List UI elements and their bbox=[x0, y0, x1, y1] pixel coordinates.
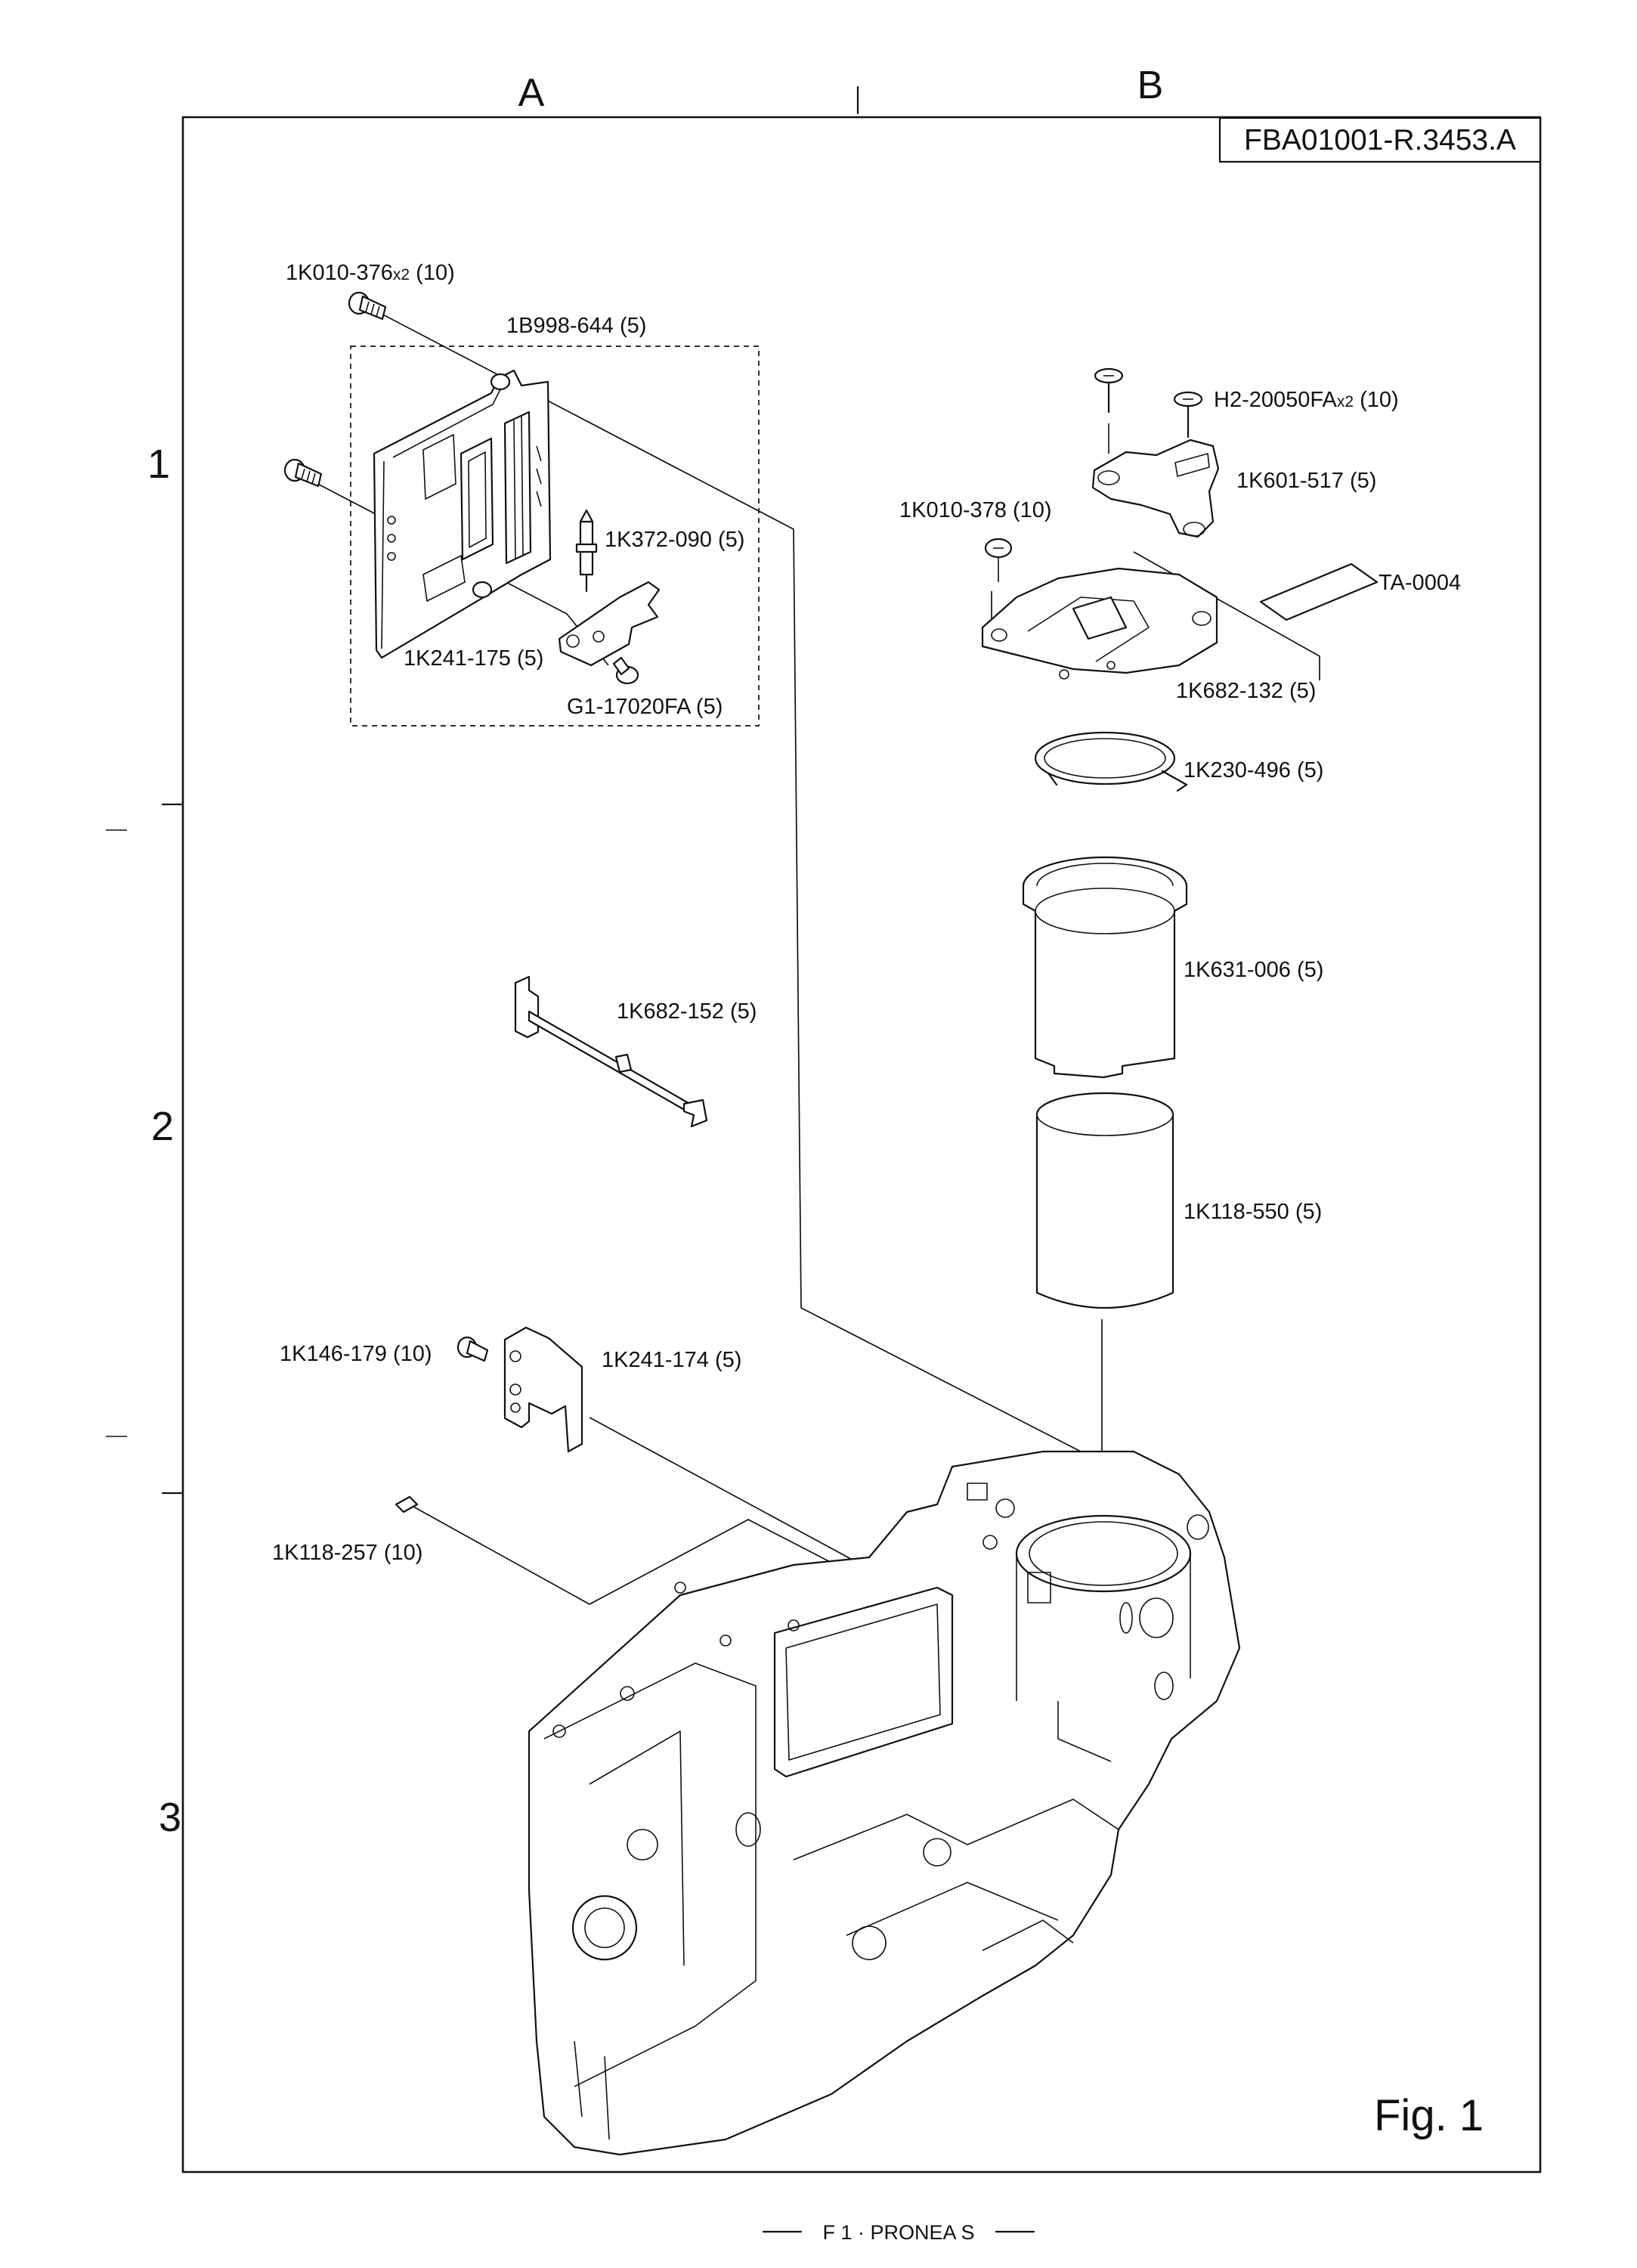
reference-number: FBA01001-R.3453.A bbox=[1244, 124, 1516, 156]
row-header-1: 1 bbox=[147, 442, 170, 487]
camera-body-main bbox=[528, 1450, 1241, 2156]
label-h2-20050fa: H2-20050FAx2 (10) bbox=[1214, 388, 1399, 412]
bracket-1k241-175 bbox=[558, 581, 661, 667]
label-1k118-257: 1K118-257 (10) bbox=[272, 1541, 422, 1565]
pin-1k372-090 bbox=[575, 509, 598, 593]
drawing-frame bbox=[106, 85, 1542, 2174]
sleeve-1k118-550 bbox=[1035, 1092, 1174, 1309]
label-1k118-550: 1K118-550 (5) bbox=[1184, 1200, 1322, 1224]
screw-1k010-376-upper bbox=[348, 291, 387, 321]
part-labels: 1K010-376x2 (10) 1B998-644 (5) 1K372-090… bbox=[272, 261, 1461, 1565]
row-header-3: 3 bbox=[159, 1795, 181, 1840]
reference-box: FBA01001-R.3453.A bbox=[1218, 116, 1542, 163]
footer: F 1 · PRONEA S bbox=[762, 2221, 1035, 2244]
screw-1k010-376-lower bbox=[283, 458, 323, 488]
label-1k010-378: 1K010-378 (10) bbox=[899, 498, 1052, 522]
screw-1k146-179 bbox=[456, 1336, 489, 1362]
figure-caption: Fig. 1 bbox=[1374, 2091, 1484, 2140]
screw-h2-20050fa-left bbox=[1094, 367, 1124, 454]
plate-assembly-1b998-644 bbox=[373, 369, 552, 659]
label-1k241-175: 1K241-175 (5) bbox=[404, 646, 543, 671]
column-header-a: A bbox=[518, 71, 545, 115]
label-1k682-132: 1K682-132 (5) bbox=[1176, 679, 1316, 703]
tube-1k631-006 bbox=[1022, 856, 1188, 1079]
row-header-2: 2 bbox=[151, 1104, 174, 1149]
label-1k631-006: 1K631-006 (5) bbox=[1184, 958, 1323, 982]
top-cover-1k682-132 bbox=[981, 567, 1218, 680]
screw-1k010-378 bbox=[984, 538, 1013, 582]
label-1k601-517: 1K601-517 (5) bbox=[1236, 469, 1376, 493]
label-ta-0004: TA-0004 bbox=[1379, 571, 1461, 595]
screw-g1-17020fa bbox=[612, 656, 639, 685]
label-1k230-496: 1K230-496 (5) bbox=[1184, 758, 1323, 782]
label-1k682-152: 1K682-152 (5) bbox=[617, 999, 757, 1024]
label-1b998-644: 1B998-644 (5) bbox=[506, 314, 646, 338]
column-header-b: B bbox=[1137, 64, 1164, 107]
assembly-boundary bbox=[350, 345, 760, 727]
label-1k146-179: 1K146-179 (10) bbox=[280, 1342, 432, 1366]
footer-text: F 1 · PRONEA S bbox=[822, 2221, 974, 2244]
tab-1k118-257 bbox=[395, 1495, 419, 1514]
label-1k372-090: 1K372-090 (5) bbox=[605, 528, 744, 552]
label-ta-0004 bbox=[1259, 562, 1379, 621]
plate-1k601-517 bbox=[1091, 438, 1220, 538]
label-1k010-376: 1K010-376x2 (10) bbox=[286, 261, 455, 285]
label-1k241-174: 1K241-174 (5) bbox=[602, 1348, 741, 1372]
label-g1-17020fa: G1-17020FA (5) bbox=[567, 695, 723, 719]
spring-ring-1k230-496 bbox=[1034, 731, 1188, 792]
shaft-1k682-152 bbox=[514, 975, 708, 1128]
bracket-1k241-174 bbox=[503, 1326, 583, 1453]
